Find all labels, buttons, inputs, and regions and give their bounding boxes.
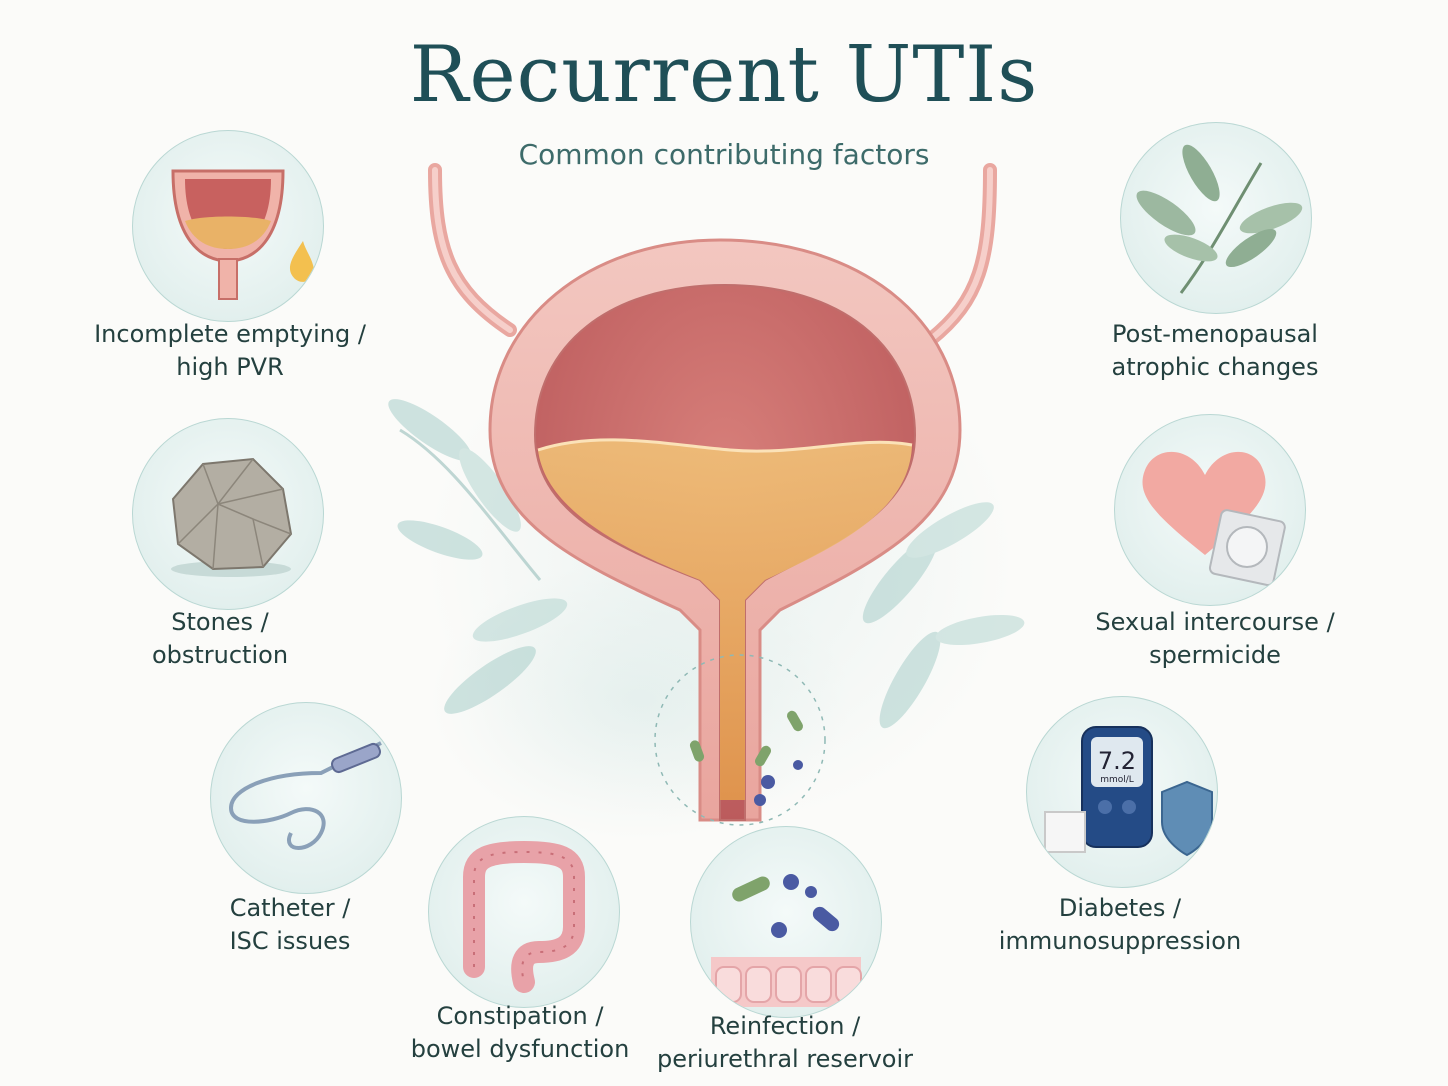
label-sexual-intercourse: Sexual intercourse / spermicide [1060,606,1370,672]
glucometer-icon: 7.2 mmol/L [1044,726,1213,857]
leaf-decoration-right [862,502,1025,729]
colon-icon-circle [428,816,620,1008]
label-reinfection: Reinfection / periurethral reservoir [640,1010,930,1076]
incomplete-emptying-line1: Incomplete emptying / [94,320,366,348]
diabetes-line1: Diabetes / [1058,894,1182,922]
heart-icon-circle [1114,414,1306,606]
catheter-line1: Catheter / [229,894,351,922]
sexual-intercourse-line2: spermicide [1149,641,1281,669]
stone-icon-circle [132,418,324,610]
glucometer-reading: 7.2 [1098,747,1136,775]
leaf-decoration-left [388,399,568,714]
diabetes-line2: immunosuppression [998,927,1242,955]
catheter-line2: ISC issues [229,927,351,955]
label-post-menopausal: Post-menopausal atrophic changes [1060,318,1370,384]
stone-icon [171,457,293,577]
stones-line2: obstruction [151,641,289,669]
reinfection-line2: periurethral reservoir [656,1045,913,1073]
label-stones: Stones / obstruction [70,606,370,672]
label-incomplete-emptying: Incomplete emptying / high PVR [70,318,390,384]
label-catheter: Catheter / ISC issues [150,892,430,958]
reinfection-line1: Reinfection / [709,1012,861,1040]
post-menopausal-line2: atrophic changes [1111,353,1319,381]
heart-icon [1142,451,1286,587]
label-diabetes: Diabetes / immunosuppression [970,892,1270,958]
sexual-intercourse-line1: Sexual intercourse / [1095,608,1335,636]
bacteria-icon [711,874,862,1007]
bladder-icon-circle [132,130,324,322]
bacteria-icon-circle [690,826,882,1018]
bladder-illustration [388,163,1025,826]
page-subtitle: Common contributing factors [518,138,930,171]
glucometer-icon-circle: 7.2 mmol/L [1026,696,1218,888]
constipation-line1: Constipation / [436,1002,604,1030]
label-constipation: Constipation / bowel dysfunction [370,1000,670,1066]
colon-icon [463,840,585,993]
constipation-line2: bowel dysfunction [410,1035,630,1063]
catheter-icon-circle [210,702,402,894]
bladder-icon [171,169,314,300]
leaf-icon-circle [1120,122,1312,314]
post-menopausal-line1: Post-menopausal [1112,320,1318,348]
stones-line1: Stones / [171,608,269,636]
catheter-icon [228,741,382,850]
page-title: Recurrent UTIs [409,30,1039,120]
glucometer-unit: mmol/L [1100,775,1134,785]
incomplete-emptying-line2: high PVR [176,353,284,381]
leaf-icon [1136,144,1303,294]
